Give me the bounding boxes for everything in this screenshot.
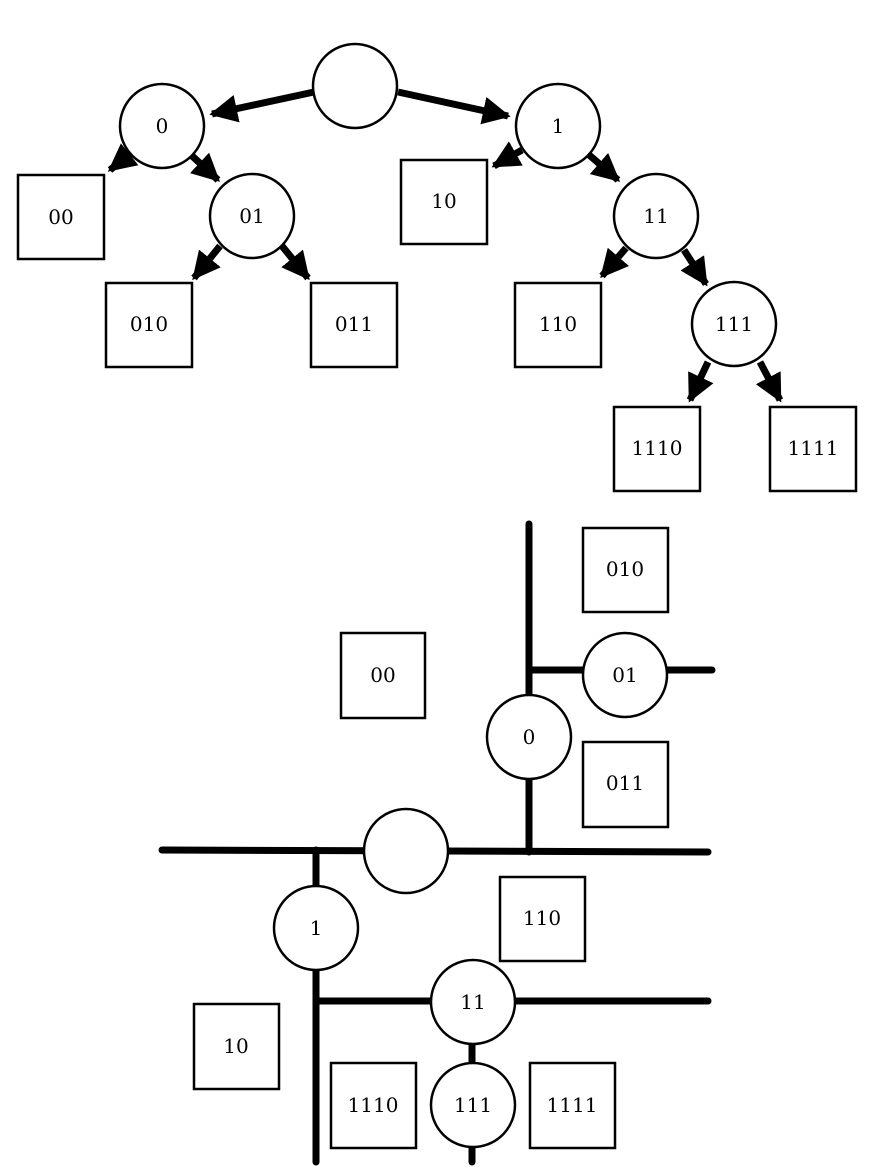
region-00: 00 <box>339 631 427 720</box>
trie-leaf-label: 011 <box>335 312 373 336</box>
region-010: 010 <box>581 526 670 614</box>
trie-leaf-00: 00 <box>16 173 106 261</box>
edge-01-to-010 <box>191 243 223 281</box>
partition-node-11: 11 <box>429 958 517 1046</box>
region-label: 00 <box>370 663 395 687</box>
trie-leaf-10: 10 <box>399 158 489 246</box>
region-1110: 1110 <box>329 1061 418 1150</box>
trie-leaf-1111: 1111 <box>768 405 858 493</box>
edge-1-to-11 <box>585 151 621 183</box>
trie-leaf-label: 10 <box>431 189 456 213</box>
trie-node-label: 1 <box>552 114 565 138</box>
region-label: 1111 <box>547 1093 598 1117</box>
trie-node-label: 11 <box>643 204 668 228</box>
trie-node-0: 0 <box>118 82 206 170</box>
trie-leaf-1110: 1110 <box>612 405 702 493</box>
trie-node-root <box>311 42 399 130</box>
trie-leaf-label: 1111 <box>788 436 839 460</box>
edge-root-to-0 <box>209 88 315 123</box>
edge-0-to-01 <box>187 151 221 183</box>
region-label: 011 <box>606 771 644 795</box>
partition-node-root <box>362 807 450 895</box>
trie-leaf-label: 110 <box>539 312 577 336</box>
partition-node-0: 0 <box>485 693 573 781</box>
trie-leaf-label: 1110 <box>632 436 683 460</box>
region-label: 10 <box>223 1034 248 1058</box>
partition-node-label: 111 <box>454 1093 492 1117</box>
region-1111: 1111 <box>528 1061 617 1150</box>
trie-node-label: 01 <box>239 204 264 228</box>
trie-leaf-label: 010 <box>130 312 168 336</box>
edge-111-to-1111 <box>755 360 784 403</box>
trie-node-01: 01 <box>208 172 296 260</box>
trie-node-11: 11 <box>612 172 700 260</box>
edge-0-to-00 <box>107 143 139 173</box>
edge-11-to-111 <box>680 248 709 287</box>
binary-trie: 0 1 01 11 111 00 10 010 <box>16 42 858 493</box>
partition-node-label: 01 <box>612 663 637 687</box>
trie-leaf-011: 011 <box>309 281 399 369</box>
partition-node-01: 01 <box>581 631 669 719</box>
trie-node-label: 0 <box>156 114 169 138</box>
trie-node-label: 111 <box>715 312 753 336</box>
trie-edges <box>107 88 784 403</box>
edge-01-to-011 <box>279 243 311 281</box>
edge-root-to-1 <box>397 88 511 125</box>
region-011: 011 <box>581 740 670 829</box>
trie-node-1: 1 <box>514 82 602 170</box>
region-110: 110 <box>498 875 587 963</box>
trie-leaf-010: 010 <box>104 281 194 369</box>
partition-node-label: 1 <box>310 916 323 940</box>
trie-leaf-label: 00 <box>48 205 73 229</box>
partition-node-111: 111 <box>429 1061 517 1149</box>
spatial-partition: 010 00 011 110 10 1110 1111 01 <box>158 520 716 1166</box>
region-label: 110 <box>523 906 561 930</box>
region-label: 010 <box>606 557 644 581</box>
partition-node-1: 1 <box>272 884 360 972</box>
trie-leaf-110: 110 <box>513 281 603 369</box>
edge-1-to-10 <box>491 141 524 170</box>
edge-11-to-110 <box>599 245 630 279</box>
trie-node-111: 111 <box>690 280 778 368</box>
region-10: 10 <box>192 1002 281 1091</box>
partition-node-label: 0 <box>523 725 536 749</box>
region-label: 1110 <box>348 1093 399 1117</box>
partition-node-label: 11 <box>460 990 485 1014</box>
edge-111-to-1110 <box>686 360 714 403</box>
